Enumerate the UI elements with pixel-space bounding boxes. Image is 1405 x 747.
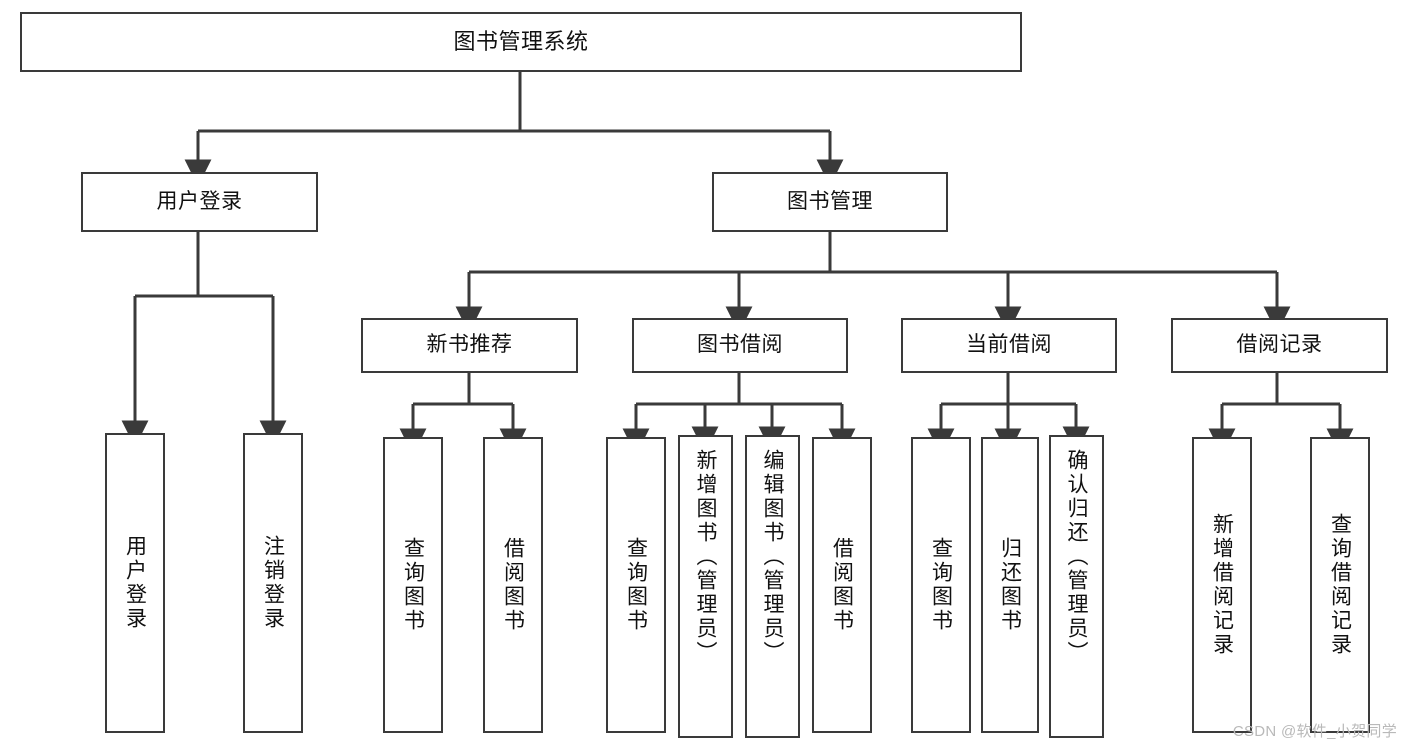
node-leaf-add-book-admin-label: 新增图书（管理员） (694, 449, 717, 665)
node-current-borrow-label: 当前借阅 (966, 333, 1052, 357)
node-borrow-record-label: 借阅记录 (1236, 333, 1323, 357)
node-leaf-edit-book-admin-label: 编辑图书（管理员） (761, 449, 784, 665)
node-root-label: 图书管理系统 (453, 29, 589, 55)
node-leaf-add-borrow-record[interactable]: 新增借阅记录 (1192, 437, 1252, 733)
node-leaf-confirm-return-admin-label: 确认归还（管理员） (1065, 449, 1088, 665)
node-leaf-user-login[interactable]: 用户登录 (105, 433, 165, 733)
node-book-borrow-label: 图书借阅 (697, 333, 783, 357)
node-leaf-return-book-label: 归还图书 (998, 537, 1022, 633)
node-leaf-logout-login[interactable]: 注销登录 (243, 433, 303, 733)
node-leaf-query-book-3[interactable]: 查询图书 (911, 437, 971, 733)
node-leaf-query-borrow-record[interactable]: 查询借阅记录 (1310, 437, 1370, 733)
node-new-book-rec[interactable]: 新书推荐 (361, 318, 578, 373)
csdn-watermark: CSDN @软件_小贺同学 (1232, 723, 1397, 740)
node-user-login[interactable]: 用户登录 (81, 172, 318, 232)
node-book-borrow[interactable]: 图书借阅 (632, 318, 848, 373)
node-leaf-borrow-book-1[interactable]: 借阅图书 (483, 437, 543, 733)
node-leaf-confirm-return-admin[interactable]: 确认归还（管理员） (1049, 435, 1104, 738)
node-leaf-borrow-book-1-label: 借阅图书 (501, 537, 525, 633)
node-leaf-query-book-1[interactable]: 查询图书 (383, 437, 443, 733)
node-leaf-borrow-book-2[interactable]: 借阅图书 (812, 437, 872, 733)
node-leaf-query-book-1-label: 查询图书 (401, 537, 425, 633)
node-leaf-borrow-book-2-label: 借阅图书 (830, 537, 854, 633)
node-leaf-query-book-3-label: 查询图书 (929, 537, 953, 633)
node-leaf-user-login-label: 用户登录 (123, 535, 147, 631)
node-book-manage[interactable]: 图书管理 (712, 172, 948, 232)
node-leaf-query-borrow-record-label: 查询借阅记录 (1328, 513, 1352, 657)
node-borrow-record[interactable]: 借阅记录 (1171, 318, 1388, 373)
node-leaf-add-book-admin[interactable]: 新增图书（管理员） (678, 435, 733, 738)
node-new-book-rec-label: 新书推荐 (426, 333, 513, 357)
node-user-login-label: 用户登录 (156, 189, 243, 213)
node-leaf-logout-login-label: 注销登录 (261, 535, 285, 631)
node-leaf-query-book-2[interactable]: 查询图书 (606, 437, 666, 733)
node-leaf-edit-book-admin[interactable]: 编辑图书（管理员） (745, 435, 800, 738)
node-current-borrow[interactable]: 当前借阅 (901, 318, 1117, 373)
node-leaf-return-book[interactable]: 归还图书 (981, 437, 1039, 733)
node-book-manage-label: 图书管理 (787, 189, 873, 213)
node-root[interactable]: 图书管理系统 (20, 12, 1022, 72)
node-leaf-query-book-2-label: 查询图书 (624, 537, 648, 633)
node-leaf-add-borrow-record-label: 新增借阅记录 (1210, 513, 1234, 657)
